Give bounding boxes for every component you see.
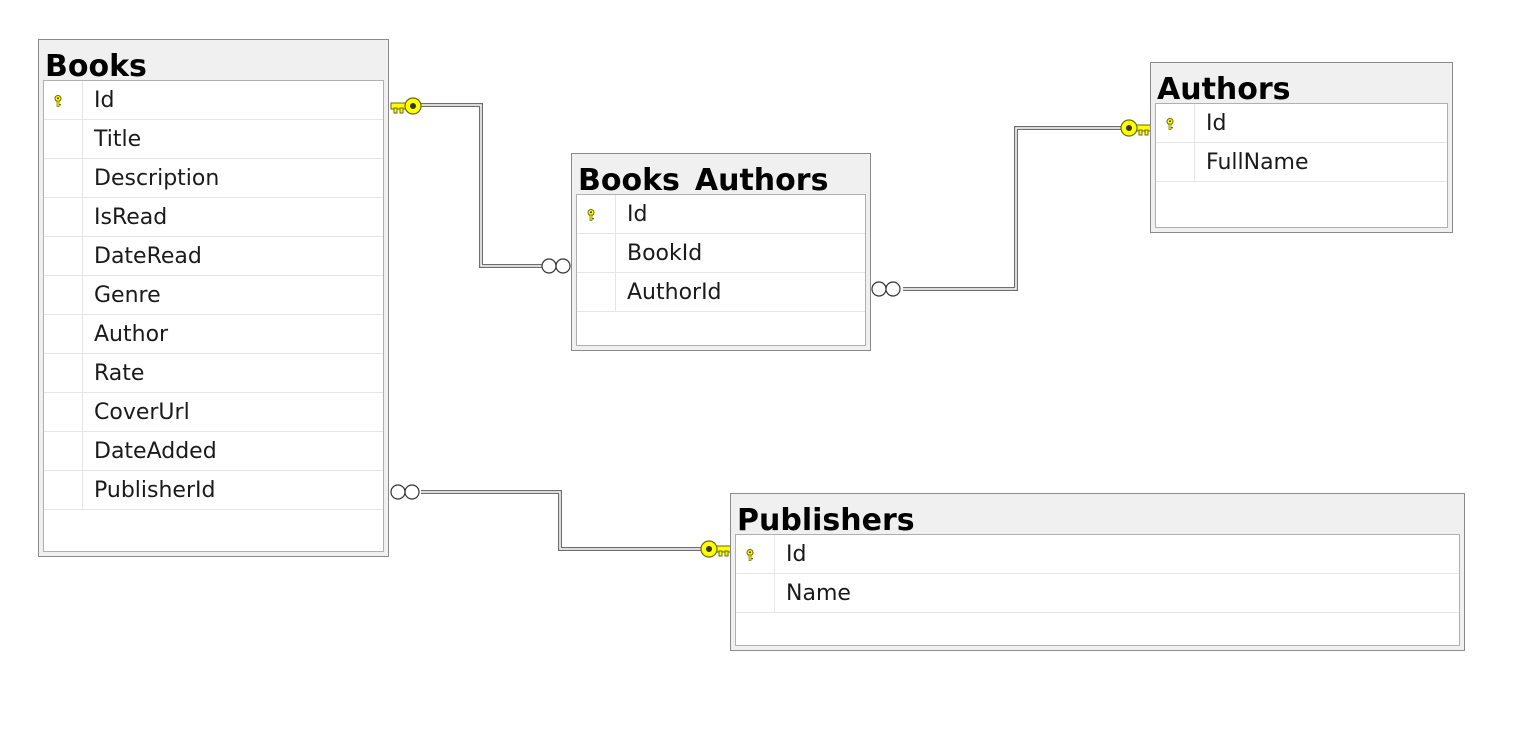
column-name: CoverUrl xyxy=(94,400,190,425)
row-selector xyxy=(736,574,775,612)
column-row[interactable]: Rate xyxy=(44,354,383,393)
column-row[interactable]: BookId xyxy=(577,234,865,273)
key-icon xyxy=(746,549,754,561)
table-title: Books xyxy=(45,49,147,84)
column-name: DateAdded xyxy=(94,439,217,464)
row-selector xyxy=(1156,143,1195,181)
infinity-icon xyxy=(541,258,571,274)
column-row[interactable]: CoverUrl xyxy=(44,393,383,432)
key-icon xyxy=(587,209,595,221)
row-selector xyxy=(44,471,83,509)
key-icon xyxy=(1166,118,1174,130)
key-icon xyxy=(1120,119,1152,137)
column-name: Genre xyxy=(94,283,161,308)
key-icon xyxy=(700,540,732,558)
column-row[interactable]: FullName xyxy=(1156,143,1447,182)
key-icon xyxy=(390,97,422,115)
column-name: Id xyxy=(627,202,648,227)
row-selector xyxy=(44,237,83,275)
row-selector xyxy=(44,120,83,158)
row-selector xyxy=(44,315,83,353)
column-row[interactable]: DateRead xyxy=(44,237,383,276)
key-icon xyxy=(54,95,62,107)
column-row[interactable]: Title xyxy=(44,120,383,159)
column-row[interactable]: PublisherId xyxy=(44,471,383,510)
row-selector xyxy=(44,432,83,470)
row-selector xyxy=(44,276,83,314)
column-row[interactable]: Name xyxy=(736,574,1459,613)
column-name: Id xyxy=(786,542,807,567)
column-row[interactable]: IsRead xyxy=(44,198,383,237)
column-name: DateRead xyxy=(94,244,202,269)
column-row[interactable]: Description xyxy=(44,159,383,198)
row-selector xyxy=(44,159,83,197)
column-name: Id xyxy=(1206,111,1227,136)
relationship-books-publishers xyxy=(421,490,702,551)
column-row[interactable]: DateAdded xyxy=(44,432,383,471)
column-row[interactable]: Genre xyxy=(44,276,383,315)
column-row[interactable]: Id xyxy=(1156,104,1447,143)
column-row[interactable]: Id xyxy=(577,195,865,234)
column-row[interactable]: Id xyxy=(736,535,1459,574)
column-row[interactable]: AuthorId xyxy=(577,273,865,312)
row-selector xyxy=(577,195,616,233)
row-selector xyxy=(577,273,616,311)
row-selector xyxy=(44,198,83,236)
column-row[interactable]: Id xyxy=(44,81,383,120)
column-name: BookId xyxy=(627,241,703,266)
table-title: Authors xyxy=(1157,72,1291,107)
column-row[interactable]: Author xyxy=(44,315,383,354)
column-name: Author xyxy=(94,322,169,347)
row-selector xyxy=(577,234,616,272)
row-selector xyxy=(44,81,83,119)
column-name: FullName xyxy=(1206,150,1309,175)
relationship-books-books-authors xyxy=(420,103,542,268)
column-name: PublisherId xyxy=(94,478,216,503)
infinity-icon xyxy=(390,484,420,500)
table-title: Books_Authors xyxy=(578,163,829,198)
column-name: Description xyxy=(94,166,220,191)
row-selector xyxy=(44,393,83,431)
row-selector xyxy=(44,354,83,392)
column-name: Title xyxy=(94,127,142,152)
row-selector xyxy=(736,535,775,573)
infinity-icon xyxy=(871,281,901,297)
column-name: IsRead xyxy=(94,205,168,230)
column-name: AuthorId xyxy=(627,280,722,305)
column-name: Rate xyxy=(94,361,145,386)
column-name: Id xyxy=(94,88,115,113)
row-selector xyxy=(1156,104,1195,142)
column-name: Name xyxy=(786,581,851,606)
relationship-authors-books-authors xyxy=(903,126,1122,291)
table-title: Publishers xyxy=(737,503,915,538)
